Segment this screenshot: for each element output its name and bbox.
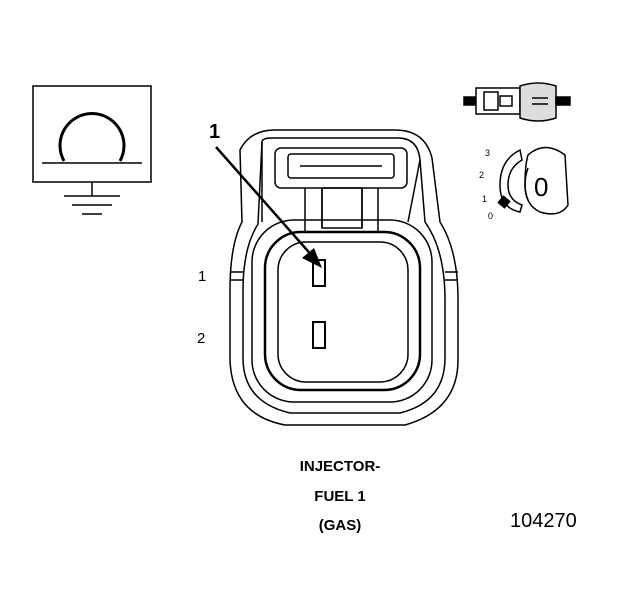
position-tick-1: 1: [482, 194, 488, 204]
pin-2-cavity: [312, 321, 326, 349]
pin-label-1: 1: [198, 268, 207, 285]
caption-line-2: FUEL 1: [314, 488, 366, 505]
position-tick-3: 3: [485, 148, 491, 158]
callout-number: 1: [209, 121, 221, 143]
position-tick-0: 0: [488, 211, 494, 221]
callout-arrow: [215, 146, 322, 268]
ground-icon: [32, 85, 152, 215]
position-tick-2: 2: [479, 170, 485, 180]
connector-housing: [229, 129, 459, 426]
pin-1-cavity: [312, 259, 326, 287]
caption-line-3: (GAS): [318, 517, 362, 534]
pin-label-2: 2: [197, 330, 206, 347]
position-value: 0: [534, 172, 549, 202]
figure-id: 104270: [510, 510, 577, 532]
inline-connector-icon: [463, 82, 571, 122]
position-indicator: [497, 146, 569, 215]
caption-line-1: INJECTOR-: [299, 458, 381, 475]
